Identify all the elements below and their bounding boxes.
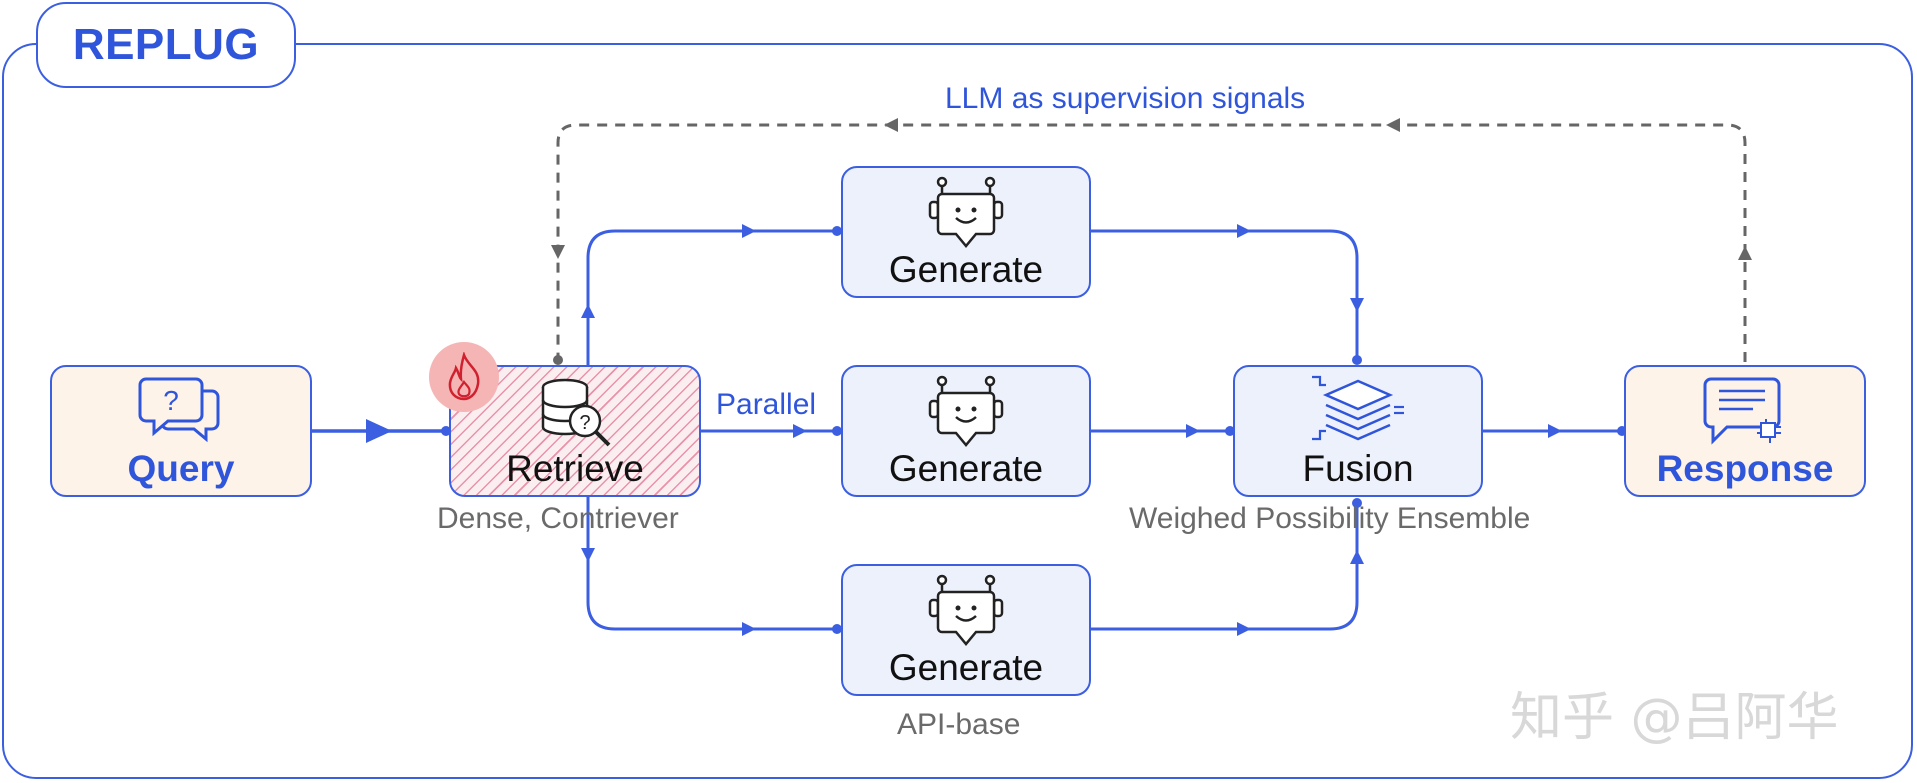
query-node: ? Query	[50, 365, 312, 497]
arrow-down-retrieve	[581, 548, 595, 562]
svg-text:?: ?	[163, 385, 179, 416]
parallel-caption: Parallel	[716, 388, 817, 421]
edge-gen-top-fusion	[1090, 229, 1359, 360]
robot-icon	[920, 375, 1012, 452]
feedback-caption: LLM as supervision signals	[945, 82, 1306, 115]
arrow-gen-top-in	[742, 224, 756, 238]
query-label: Query	[127, 448, 235, 489]
generate-bottom-caption: API-base	[897, 708, 1021, 741]
arrow-response-in	[1548, 424, 1562, 438]
edge-feedback	[556, 123, 1747, 362]
generate-node-mid: Generate	[841, 365, 1091, 497]
arrow-feedback-left-1	[1386, 118, 1400, 132]
generate-label-bottom: Generate	[888, 647, 1044, 688]
layers-icon	[1308, 373, 1408, 452]
arrow-up-retrieve	[581, 304, 595, 318]
dot-fusion-bottom-in	[1352, 498, 1362, 508]
fusion-caption: Weighed Possibility Ensemble	[1129, 502, 1531, 535]
arrow-gen-mid-out	[1186, 424, 1200, 438]
retrieve-caption: Dense, Contriever	[437, 502, 679, 535]
response-label: Response	[1656, 448, 1834, 489]
arrow-feedback-left-2	[884, 118, 898, 132]
dot-fusion-top-in	[1352, 355, 1362, 365]
retrieve-label: Retrieve	[506, 448, 644, 489]
generate-node-bottom: Generate	[841, 564, 1091, 696]
title-tab: REPLUG	[36, 2, 296, 88]
svg-text:?: ?	[579, 412, 590, 434]
arrow-gen-top-out	[1237, 224, 1251, 238]
flame-icon	[444, 350, 484, 407]
arrow-gen-bottom-out	[1237, 622, 1251, 636]
arrow-fusion-top-in	[1350, 298, 1364, 312]
dot-gen-bottom-in	[832, 624, 842, 634]
fusion-node: Fusion	[1233, 365, 1483, 497]
arrow-fusion-bottom-in	[1350, 550, 1364, 564]
diagram-title: REPLUG	[72, 20, 260, 69]
edge-retrieve-gen-top	[586, 229, 837, 365]
arrow-feedback-down	[551, 245, 565, 259]
robot-icon	[920, 176, 1012, 253]
fusion-label: Fusion	[1302, 448, 1414, 489]
edge-gen-bottom-fusion	[1090, 503, 1359, 631]
generate-node-top: Generate	[841, 166, 1091, 298]
arrow-query-retrieve	[366, 419, 392, 443]
dot-feedback-end	[553, 355, 563, 365]
question-chat-icon: ?	[136, 375, 226, 452]
generate-label-top: Generate	[888, 249, 1044, 290]
diagram-frame	[2, 43, 1913, 779]
dot-retrieve-in	[441, 426, 451, 436]
arrow-gen-bottom-in	[742, 622, 756, 636]
watermark: 知乎 @吕阿华	[1510, 688, 1839, 748]
response-node: Response	[1624, 365, 1866, 497]
arrow-feedback-up	[1738, 246, 1752, 260]
edge-retrieve-gen-bottom	[586, 497, 837, 631]
dot-fusion-mid-in	[1225, 426, 1235, 436]
arrow-gen-mid-in	[793, 424, 807, 438]
database-search-icon: ?	[537, 377, 613, 454]
dot-gen-top-in	[832, 226, 842, 236]
message-circuit-icon	[1703, 375, 1787, 452]
robot-icon	[920, 574, 1012, 651]
trainable-badge	[429, 342, 499, 412]
dot-gen-mid-in	[832, 426, 842, 436]
generate-label-mid: Generate	[888, 448, 1044, 489]
